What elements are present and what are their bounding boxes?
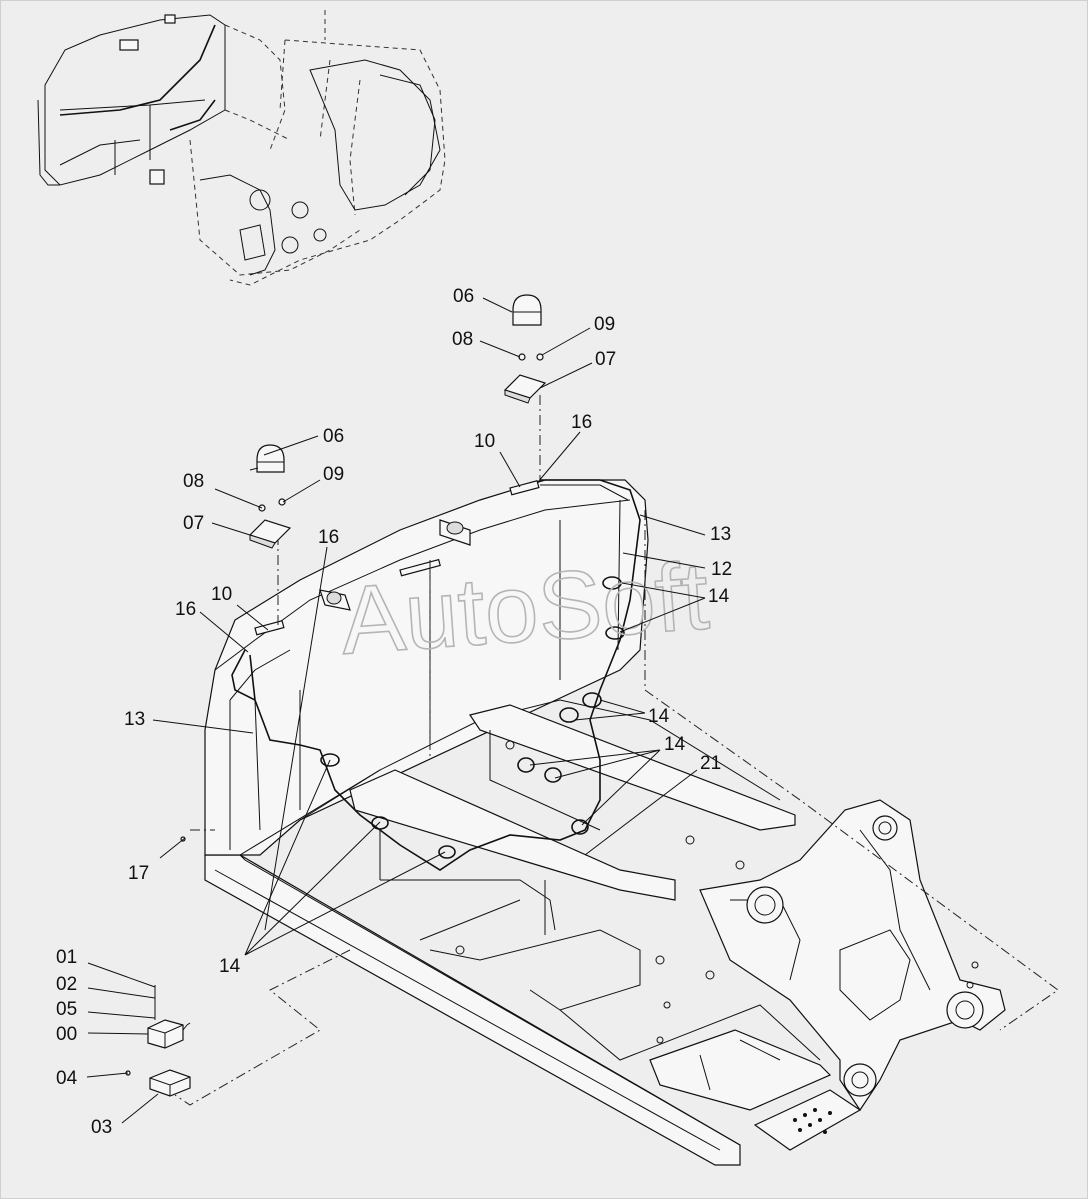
callout-16-left: 16 xyxy=(175,599,196,620)
callout-12-right: 12 xyxy=(711,559,732,580)
beacon-lamp-top xyxy=(503,294,547,404)
callout-17: 17 xyxy=(128,863,149,884)
callout-21: 21 xyxy=(700,753,721,774)
callout-14-bottom: 14 xyxy=(219,956,241,977)
callout-08-top: 08 xyxy=(452,329,473,350)
callout-10-top: 10 xyxy=(474,431,495,452)
callout-10-left: 10 xyxy=(211,584,232,605)
callout-16-mid: 16 xyxy=(318,527,339,548)
watermark: AutoSoft xyxy=(337,542,712,674)
callout-03: 03 xyxy=(91,1117,112,1138)
wire-harness xyxy=(231,479,641,871)
callout-02: 02 xyxy=(56,974,77,995)
callout-06-left: 06 xyxy=(323,426,344,447)
callout-05: 05 xyxy=(56,999,77,1020)
callout-16-top: 16 xyxy=(571,412,592,433)
callout-01: 01 xyxy=(56,947,77,968)
callout-09-left: 09 xyxy=(323,464,344,485)
callout-06-top: 06 xyxy=(453,286,474,307)
callout-14-mid2: 14 xyxy=(664,734,686,755)
callout-14-mid1: 14 xyxy=(648,706,670,727)
callout-00: 00 xyxy=(56,1024,77,1045)
upper-frame xyxy=(204,479,1006,1166)
callout-04: 04 xyxy=(56,1068,78,1089)
callout-13-left: 13 xyxy=(124,709,145,730)
callout-07-left: 07 xyxy=(183,513,204,534)
callout-07-top: 07 xyxy=(595,349,616,370)
leader-lines xyxy=(86,297,706,1124)
overview-inset xyxy=(37,10,446,286)
callout-labels: 06 08 09 07 10 16 13 12 14 06 08 09 07 1… xyxy=(56,286,732,1138)
assembly-lines xyxy=(174,395,1059,1106)
callout-13-right: 13 xyxy=(710,524,731,545)
callout-14-right: 14 xyxy=(708,586,730,607)
callout-09-top: 09 xyxy=(594,314,615,335)
callout-08-left: 08 xyxy=(183,471,204,492)
beacon-lamp-left xyxy=(248,444,292,549)
